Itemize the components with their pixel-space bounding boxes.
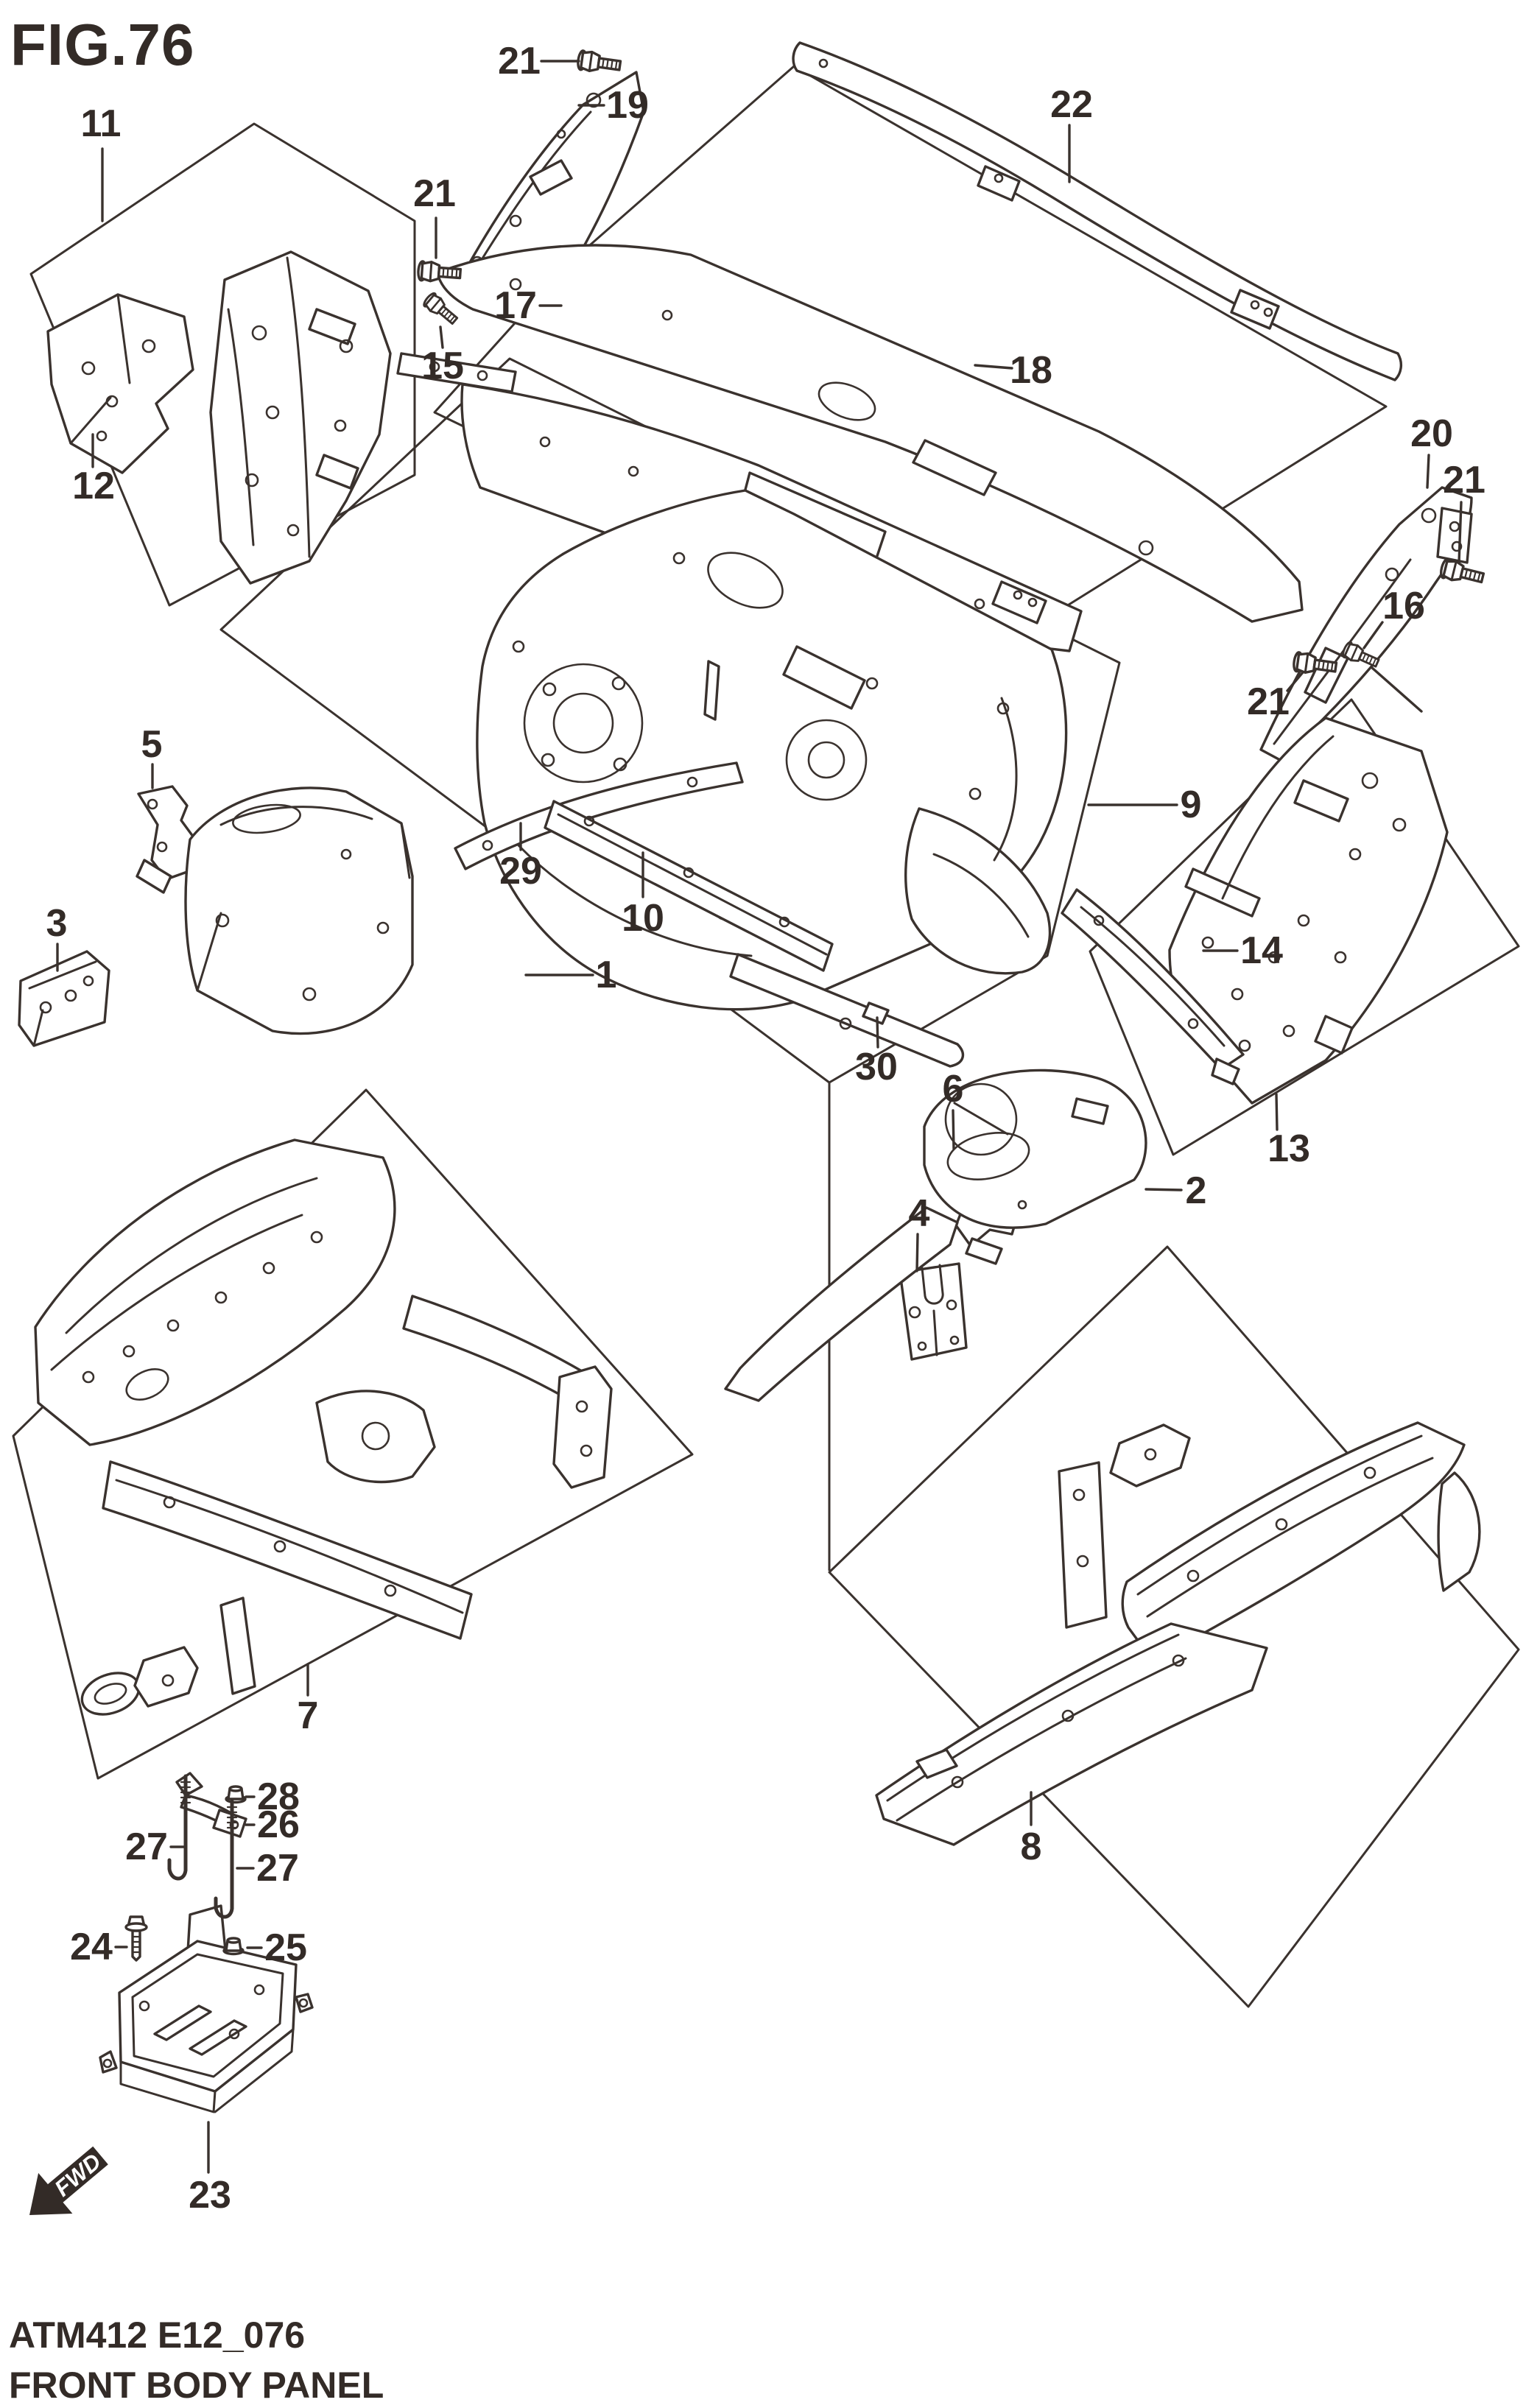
nut-25-icon [222, 1937, 245, 1956]
bolt-21-top-icon [575, 49, 623, 77]
callout-19: 19 [606, 84, 649, 127]
figure-caption: FRONT BODY PANEL [9, 2365, 384, 2406]
j-bolt-27-right-icon [214, 1799, 238, 1919]
callout-21-leader [1286, 671, 1304, 692]
install-line-0 [1370, 666, 1423, 713]
callout-16: 16 [1382, 585, 1425, 627]
part-sketch-8-group [875, 1421, 1481, 1846]
callout-4-leader [915, 1233, 919, 1272]
part-sketch-9 [476, 489, 1068, 1011]
callout-4: 4 [909, 1192, 930, 1235]
j-bolt-27-left-icon [167, 1774, 191, 1881]
callout-20: 20 [1410, 412, 1453, 455]
callout-14: 14 [1240, 929, 1283, 972]
callout-1: 1 [596, 954, 617, 996]
part-sketch-5 [136, 785, 199, 894]
callout-27: 27 [256, 1847, 299, 1890]
callout-13-leader [1275, 1093, 1279, 1131]
callout-5: 5 [141, 723, 163, 766]
callout-21: 21 [413, 172, 456, 215]
callout-15-leader [439, 325, 444, 349]
callout-15: 15 [421, 345, 464, 387]
part-sketch-10 [544, 800, 834, 972]
part-sketch-7-group [34, 1138, 613, 1716]
callout-23: 23 [189, 2174, 231, 2217]
figure-number: FIG.76 [10, 12, 195, 77]
callout-25: 25 [264, 1926, 307, 1969]
part-sketch-29 [454, 761, 744, 870]
part-sketch-30 [729, 953, 965, 1068]
part-sketch-1 [184, 786, 414, 1035]
part-sketch-11 [209, 250, 517, 585]
callout-12: 12 [72, 465, 115, 507]
callout-7: 7 [298, 1694, 319, 1737]
bolt-24-icon [124, 1915, 148, 1962]
callout-30: 30 [855, 1046, 898, 1088]
callout-21-leader [1458, 501, 1463, 564]
fwd-arrow-icon: FWD [29, 2146, 108, 2215]
nut-28-icon [225, 1785, 247, 1804]
callout-3: 3 [46, 902, 68, 945]
callout-13: 13 [1267, 1127, 1310, 1170]
part-sketch-20 [1259, 486, 1473, 761]
part-sketch-4 [899, 1262, 968, 1361]
part-sketch-12 [46, 293, 194, 474]
hardware-layer [124, 49, 1486, 1962]
part-sketches [18, 41, 1481, 2113]
callout-9: 9 [1181, 784, 1202, 826]
part-sketch-13 [1168, 717, 1449, 1105]
callout-24: 24 [70, 1926, 113, 1968]
callout-21: 21 [1247, 680, 1290, 723]
figure-code: ATM412 E12_076 [9, 2314, 305, 2356]
callout-6: 6 [943, 1068, 964, 1110]
callout-21: 21 [498, 40, 541, 82]
part-sketch-3 [18, 950, 110, 1047]
callout-17: 17 [494, 284, 537, 327]
callout-21: 21 [1443, 459, 1485, 501]
callout-11: 11 [81, 102, 122, 145]
callout-22: 22 [1050, 83, 1093, 126]
boundary-box-13 [1089, 698, 1520, 1156]
part-sketch-14 [1061, 888, 1245, 1085]
callout-27: 27 [125, 1826, 168, 1868]
part-sketch-23 [99, 1904, 314, 2113]
callout-30-leader [876, 1016, 879, 1049]
callout-28: 28 [257, 1775, 300, 1818]
part-sketch-2 [724, 1069, 1147, 1402]
callout-20-leader [1426, 454, 1430, 489]
callout-18-leader [974, 364, 1013, 370]
callout-10: 10 [622, 897, 664, 940]
callout-8: 8 [1021, 1826, 1042, 1868]
callout-2-leader [1144, 1188, 1183, 1191]
callout-6-leader [952, 1109, 955, 1150]
callout-2: 2 [1186, 1169, 1207, 1212]
callout-18: 18 [1010, 349, 1052, 392]
callout-29: 29 [499, 850, 542, 893]
part-sketch-22 [792, 41, 1403, 381]
callout-16-leader [1362, 621, 1384, 649]
callout-26: 26 [257, 1803, 300, 1846]
